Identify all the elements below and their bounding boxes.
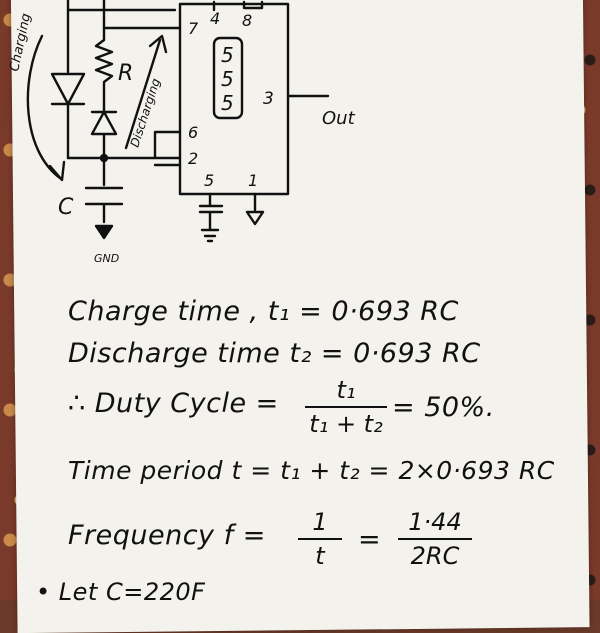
frequency-equals: =	[358, 524, 382, 555]
charge-time-equation: Charge time , t₁ = 0·693 RC	[68, 296, 459, 327]
ic-digit-3: 5	[221, 91, 234, 115]
freq-num1: 1	[312, 508, 328, 536]
frequency-fraction-2: 1·44 2RC	[398, 508, 472, 570]
fraction-bar	[298, 538, 342, 540]
pin-6-label: 6	[188, 123, 198, 142]
pin-1-label: 1	[248, 171, 258, 190]
fraction-bar	[398, 538, 472, 540]
ic-label-box	[212, 36, 244, 120]
diode-middle	[90, 110, 118, 162]
discharging-arrowhead	[148, 34, 168, 54]
pin-8-label: 8	[242, 11, 252, 30]
diode-left	[50, 72, 86, 106]
charging-arrow	[26, 34, 62, 180]
duty-cycle-fraction: t₁ t₁ + t₂	[305, 376, 387, 438]
fraction-bar	[305, 406, 387, 408]
pin-2-label: 2	[188, 149, 198, 168]
output-label: Out	[322, 108, 356, 129]
freq-den1: t	[315, 542, 325, 570]
pin5-cap	[198, 192, 224, 243]
ground-icon	[94, 224, 114, 240]
charging-label: Charging	[7, 12, 34, 73]
frequency-prefix: Frequency f =	[68, 520, 266, 551]
duty-cycle-result: = 50%.	[392, 392, 495, 423]
pin-3-label: 3	[263, 89, 274, 109]
circuit-diagram: Charging Discharging R C GND 5 5 5 4 8 7…	[7, 0, 356, 265]
freq-num2: 1·44	[408, 508, 462, 536]
charging-arrowhead	[48, 160, 66, 182]
freq-den2: 2RC	[410, 542, 460, 570]
ic-555-body	[178, 2, 290, 196]
junction-dot	[99, 153, 109, 163]
discharge-time-equation: Discharge time t₂ = 0·693 RC	[68, 338, 481, 369]
bottom-partial-note: • Let C=220F	[36, 578, 206, 606]
duty-cycle-prefix: ∴ Duty Cycle =	[68, 388, 279, 419]
resistor-label: R	[118, 61, 133, 86]
discharging-label: Discharging	[128, 76, 164, 149]
junction-wire	[66, 130, 182, 187]
capacitor	[84, 186, 124, 224]
duty-denominator: t₁ + t₂	[309, 410, 383, 438]
ic-digit-2: 5	[221, 67, 234, 91]
duty-numerator: t₁	[336, 376, 356, 404]
resistor	[94, 38, 114, 114]
capacitor-label: C	[58, 195, 74, 220]
pin-4-label: 4	[210, 9, 220, 28]
ground-icon-pin1	[245, 210, 265, 226]
pin-7-label: 7	[188, 19, 199, 38]
discharging-arrow	[124, 38, 162, 150]
pin-5-label: 5	[204, 171, 214, 190]
ic-digit-1: 5	[221, 43, 234, 67]
time-period-equation: Time period t = t₁ + t₂ = 2×0·693 RC	[68, 456, 555, 485]
ground-label: GND	[94, 252, 119, 265]
frequency-fraction-1: 1 t	[298, 508, 342, 570]
